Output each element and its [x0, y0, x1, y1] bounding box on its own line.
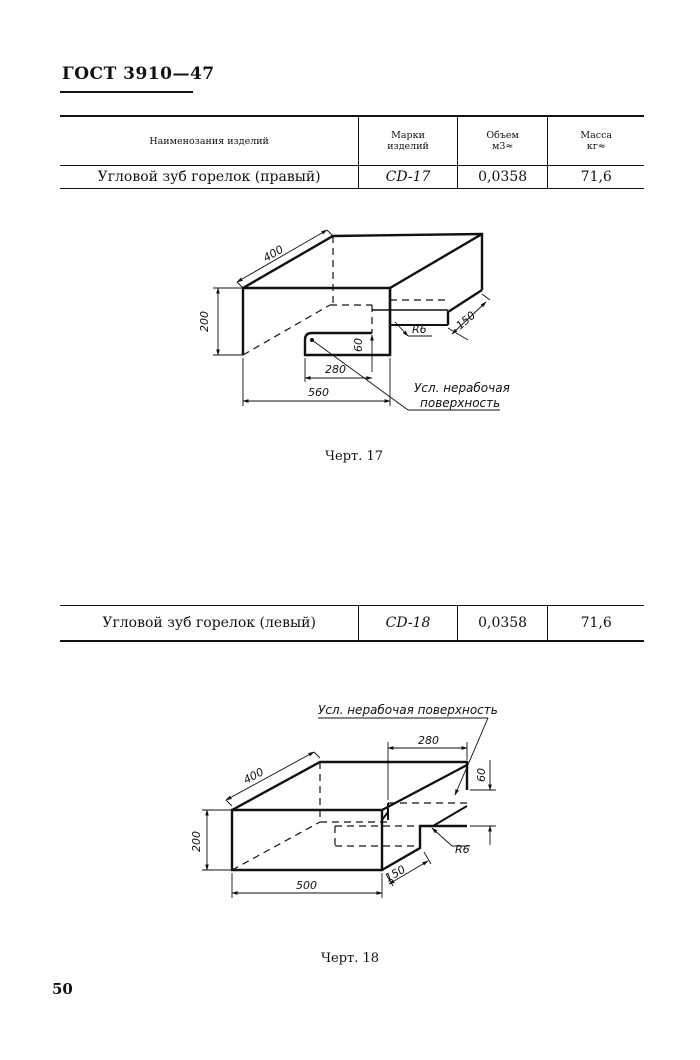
cell-product-mark: CD-17 — [358, 165, 458, 189]
header-rule — [60, 91, 193, 93]
radius-r6: R6 — [412, 323, 427, 336]
table-header-row: Наименозания изделий Марки изделий Объем… — [60, 116, 644, 166]
header-volume: Объем м3≈ — [456, 116, 548, 166]
figure-17-drawing — [213, 229, 500, 411]
radius-r6: R6 — [455, 843, 470, 856]
header-mass: Масса кг≈ — [547, 116, 644, 166]
figure-17-dimensions: 400 200 60 280 560 150 R6 Усл. нерабочая… — [198, 243, 510, 410]
cell-product-name: Угловой зуб горелок (левый) — [60, 605, 359, 642]
figure-18-dimensions: Усл. нерабочая поверхность 400 200 280 6… — [190, 703, 498, 892]
figure-17-caption: Черт. 17 — [325, 449, 383, 464]
cell-volume: 0,0358 — [456, 165, 548, 189]
dim-280: 280 — [418, 734, 439, 747]
cell-mass: 71,6 — [547, 605, 644, 642]
figure-18-drawing — [202, 717, 496, 898]
dim-200: 200 — [190, 831, 203, 852]
cell-product-name: Угловой зуб горелок (правый) — [60, 165, 359, 189]
dim-280: 280 — [325, 363, 346, 376]
table-row: Угловой зуб горелок (правый) CD-17 0,035… — [60, 165, 644, 189]
dim-560: 560 — [308, 386, 329, 399]
dim-400: 400 — [241, 765, 266, 786]
dim-60: 60 — [352, 338, 365, 352]
product-table-2: Угловой зуб горелок (левый) CD-18 0,0358… — [60, 605, 644, 642]
header-product-name: Наименозания изделий — [60, 116, 359, 166]
note: Усл. нерабочая поверхность — [318, 703, 498, 717]
cell-product-mark: CD-18 — [358, 605, 458, 642]
dim-60: 60 — [475, 768, 488, 782]
table-row: Угловой зуб горелок (левый) CD-18 0,0358… — [60, 605, 644, 642]
document-header: ГОСТ 3910—47 — [62, 64, 215, 84]
note-line-2: поверхность — [420, 396, 500, 410]
dim-200: 200 — [198, 311, 211, 332]
page-number: 50 — [52, 980, 73, 998]
figure-18-caption: Черт. 18 — [321, 951, 379, 966]
cell-mass: 71,6 — [547, 165, 644, 189]
note-line-1: Усл. нерабочая — [414, 381, 510, 395]
product-table-1: Наименозания изделий Марки изделий Объем… — [60, 115, 644, 189]
dim-500: 500 — [296, 879, 317, 892]
header-product-mark: Марки изделий — [358, 116, 458, 166]
cell-volume: 0,0358 — [456, 605, 548, 642]
